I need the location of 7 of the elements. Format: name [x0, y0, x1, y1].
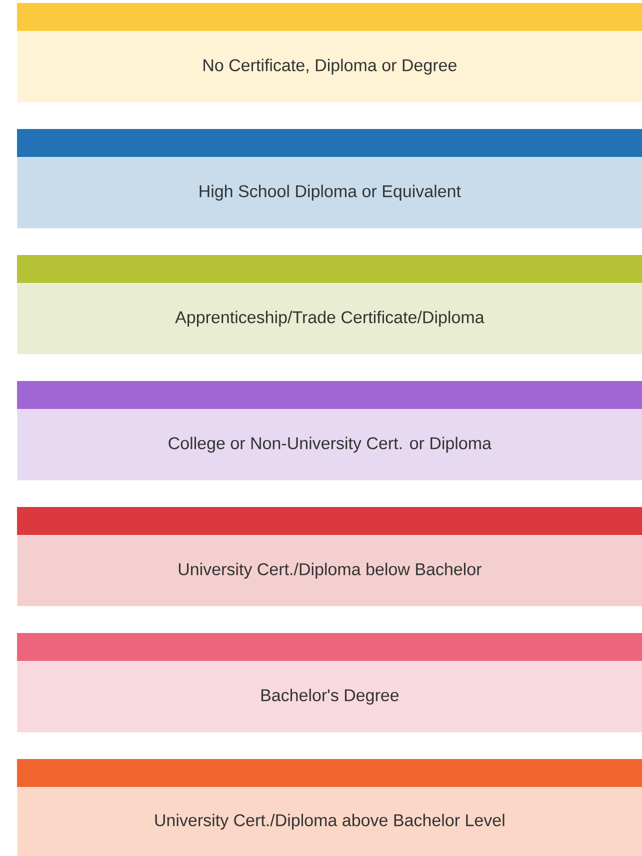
band: University Cert./Diploma above Bachelor Level [17, 759, 642, 856]
band: University Cert./Diploma below Bachelor [17, 507, 642, 606]
band: College or Non-University Cert. or Diploma [17, 381, 642, 480]
band: High School Diploma or Equivalent [17, 129, 642, 228]
band: Apprenticeship/Trade Certificate/Diploma [17, 255, 642, 354]
band: No Certificate, Diploma or Degree [17, 3, 642, 102]
band: Bachelor's Degree [17, 633, 642, 732]
